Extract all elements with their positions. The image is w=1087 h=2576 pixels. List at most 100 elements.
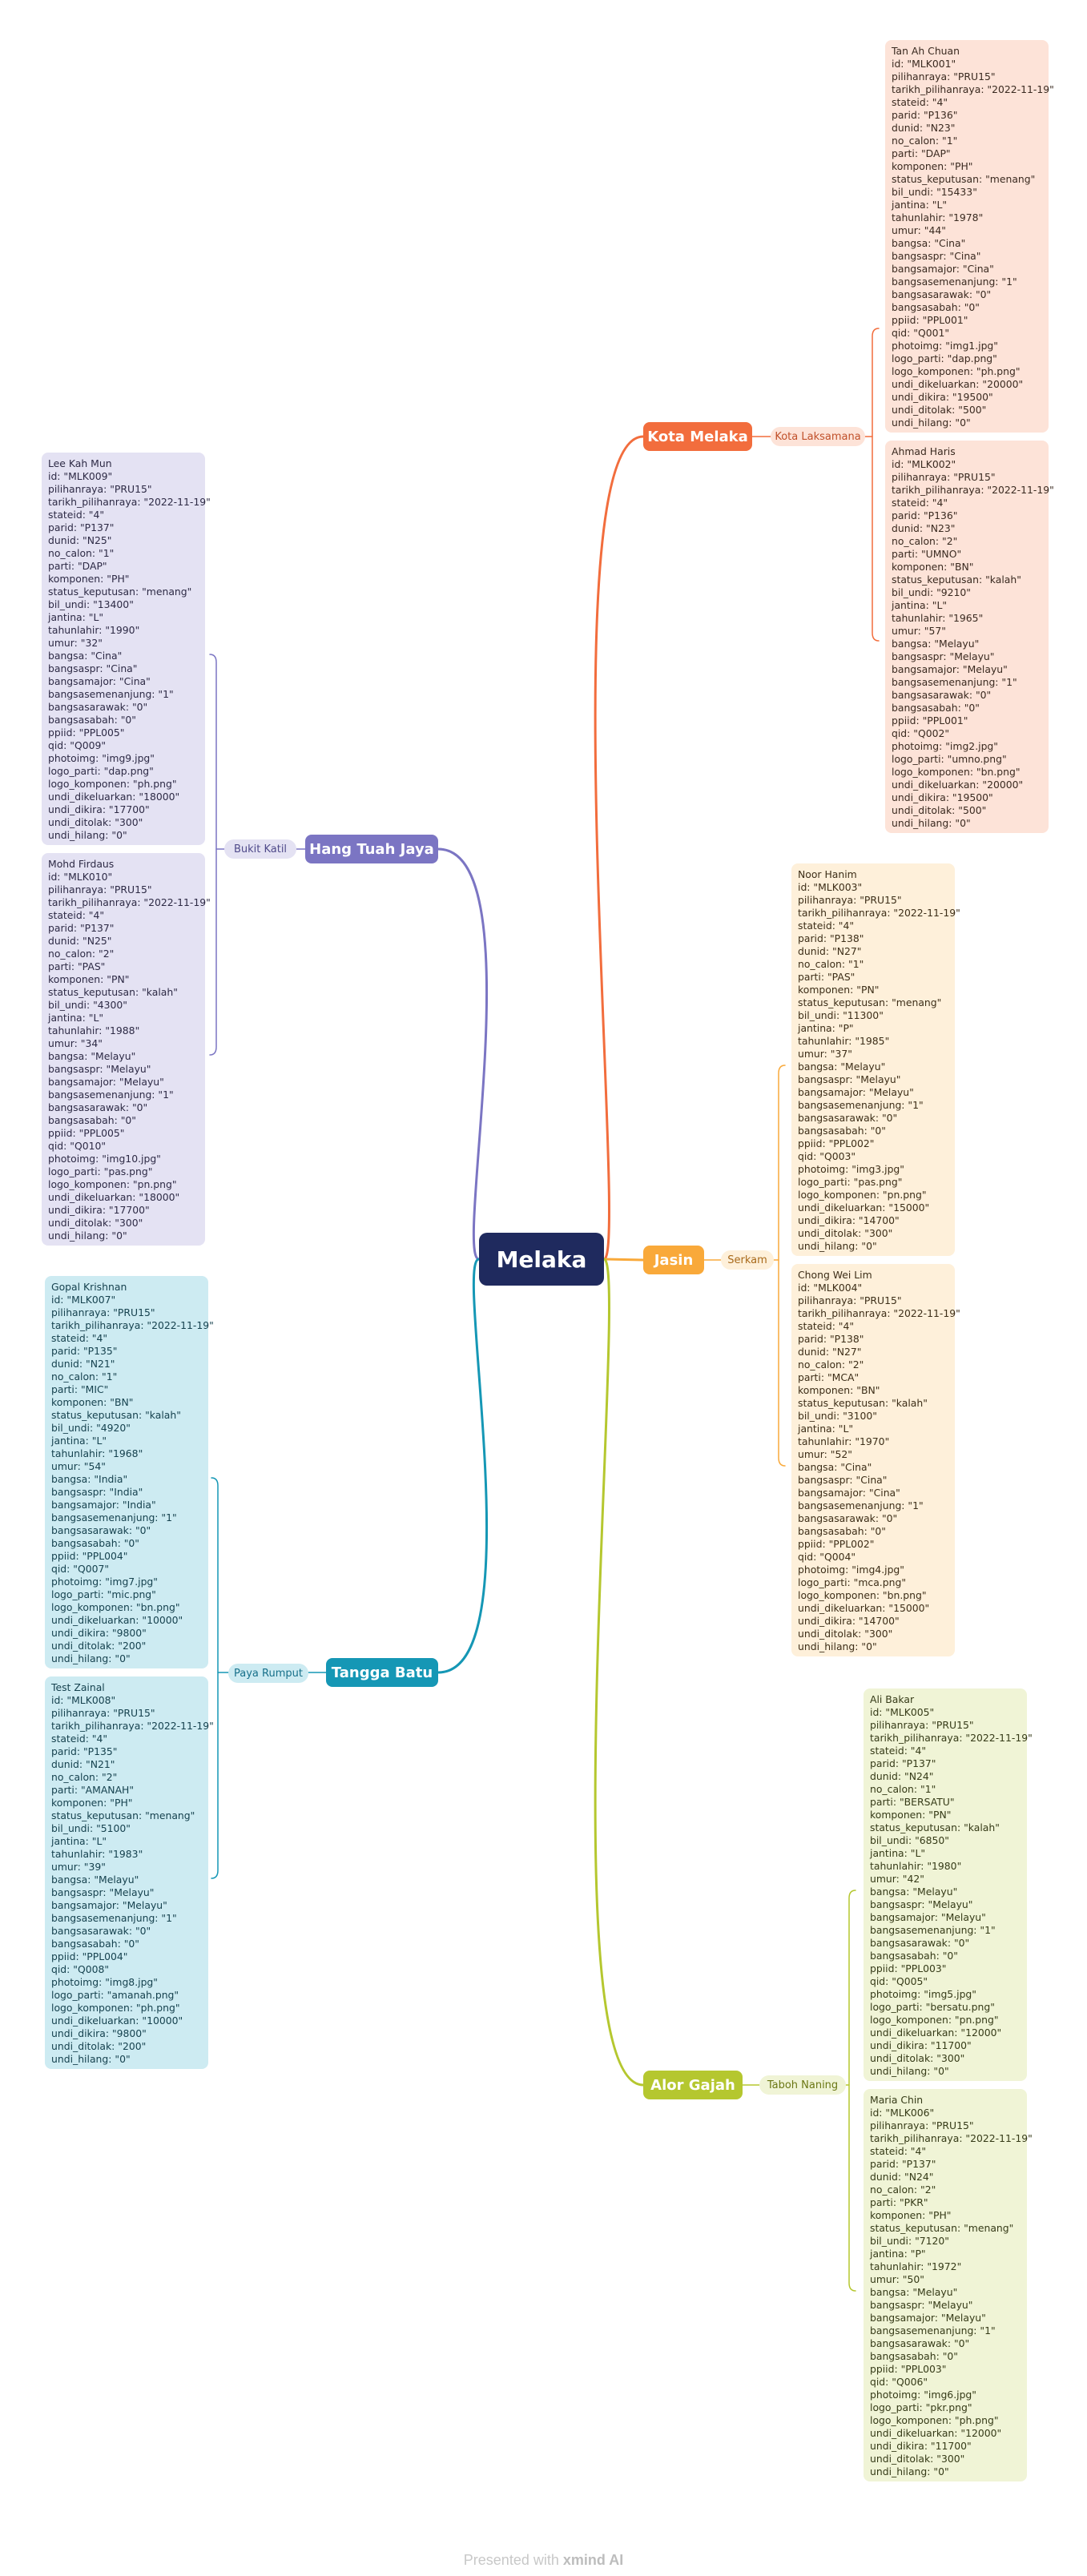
branch-node-jasin[interactable]: Jasin [643, 1246, 704, 1274]
candidate-field: qid: "Q006" [870, 2376, 928, 2388]
candidate-field: no_calon: "2" [48, 948, 115, 960]
branch-node-alor-gajah[interactable]: Alor Gajah [643, 2071, 743, 2099]
candidate-field: undi_ditolak: "500" [892, 404, 987, 416]
candidate-field: bangsaspr: "India" [51, 1486, 143, 1498]
candidate-field: stateid: "4" [51, 1332, 108, 1344]
candidate-field: id: "MLK009" [48, 470, 113, 482]
candidate-field: id: "MLK001" [892, 58, 956, 70]
candidate-field: bangsasabah: "0" [892, 702, 980, 714]
subtopic-pill-serkam[interactable]: Serkam [721, 1250, 774, 1270]
candidate-field: bangsa: "India" [51, 1473, 128, 1485]
candidate-field: undi_dikira: "17700" [48, 1204, 150, 1216]
candidate-field: bangsasemenanjung: "1" [870, 1924, 996, 1936]
candidate-field: tarikh_pilihanraya: "2022-11-19" [51, 1319, 214, 1331]
candidate-field: dunid: "N24" [870, 1770, 934, 1782]
candidate-field: stateid: "4" [870, 1745, 927, 1757]
candidate-field: umur: "34" [48, 1037, 103, 1049]
candidate-field: dunid: "N27" [798, 1346, 862, 1358]
candidate-field: undi_ditolak: "300" [48, 1217, 143, 1229]
subtopic-pill-paya-rumput[interactable]: Paya Rumput [228, 1664, 308, 1683]
candidate-field: umur: "52" [798, 1448, 852, 1460]
candidate-field: bangsa: "Melayu" [48, 1050, 136, 1062]
candidate-field: bangsa: "Cina" [892, 237, 966, 249]
candidate-field: dunid: "N23" [892, 522, 956, 534]
subtopic-pill-taboh-naning[interactable]: Taboh Naning [759, 2075, 846, 2095]
candidate-field: qid: "Q002" [892, 727, 950, 739]
branch-node-hang-tuah-jaya[interactable]: Hang Tuah Jaya [305, 835, 438, 863]
footer-brand: xmind AI [562, 2552, 624, 2568]
candidate-field: bangsasemenanjung: "1" [870, 2324, 996, 2337]
candidate-field: logo_parti: "umno.png" [892, 753, 1007, 765]
candidate-field: dunid: "N25" [48, 935, 112, 947]
candidate-field: ppiid: "PPL003" [870, 2363, 947, 2375]
candidate-field: undi_ditolak: "300" [798, 1227, 893, 1239]
candidate-field: pilihanraya: "PRU15" [892, 70, 996, 83]
candidate-field: logo_parti: "amanah.png" [51, 1989, 179, 2001]
candidate-field: bangsa: "Melayu" [892, 638, 980, 650]
candidate-field: photoimg: "img6.jpg" [870, 2389, 976, 2401]
candidate-field: parid: "P137" [48, 922, 115, 934]
card-bracket [778, 1065, 786, 1467]
candidate-field: undi_ditolak: "300" [798, 1628, 893, 1640]
candidate-field: undi_dikira: "17700" [48, 803, 150, 815]
candidate-field: bil_undi: "6850" [870, 1834, 950, 1846]
branch-node-kota-melaka[interactable]: Kota Melaka [643, 422, 752, 451]
root-node-melaka[interactable]: Melaka [479, 1233, 604, 1286]
candidate-field: parti: "DAP" [892, 147, 951, 159]
branch-connector [602, 1258, 645, 1262]
candidate-field: bil_undi: "4300" [48, 999, 128, 1011]
candidate-field: undi_hilang: "0" [51, 2053, 131, 2065]
candidate-field: komponen: "PN" [870, 1809, 952, 1821]
candidate-field: stateid: "4" [892, 497, 948, 509]
candidate-name: Test Zainal [51, 1681, 105, 1693]
subtopic-pill-bukit-katil[interactable]: Bukit Katil [224, 839, 296, 859]
candidate-field: logo_komponen: "bn.png" [892, 766, 1021, 778]
candidate-field: logo_komponen: "ph.png" [51, 2002, 180, 2014]
candidate-field: jantina: "L" [48, 611, 104, 623]
candidate-name: Lee Kah Mun [48, 457, 112, 469]
candidate-name: Chong Wei Lim [798, 1269, 872, 1281]
branch-node-tangga-batu[interactable]: Tangga Batu [326, 1658, 438, 1687]
candidate-field: jantina: "P" [870, 2248, 926, 2260]
subtopic-pill-kota-laksamana[interactable]: Kota Laksamana [771, 427, 865, 446]
candidate-field: komponen: "PH" [51, 1797, 133, 1809]
candidate-field: photoimg: "img1.jpg" [892, 340, 998, 352]
candidate-field: tarikh_pilihanraya: "2022-11-19" [48, 496, 211, 508]
candidate-field: stateid: "4" [798, 920, 855, 932]
candidate-field: tahunlahir: "1988" [48, 1024, 140, 1036]
candidate-field: pilihanraya: "PRU15" [48, 883, 152, 896]
candidate-field: jantina: "L" [892, 199, 948, 211]
candidate-field: bangsasabah: "0" [798, 1125, 886, 1137]
candidate-field: undi_dikira: "14700" [798, 1615, 900, 1627]
candidate-field: tarikh_pilihanraya: "2022-11-19" [51, 1720, 214, 1732]
candidate-field: parid: "P137" [48, 521, 115, 533]
candidate-field: bangsasarawak: "0" [51, 1925, 151, 1937]
candidate-field: id: "MLK006" [870, 2107, 935, 2119]
candidate-field: dunid: "N24" [870, 2171, 934, 2183]
candidate-field: bangsasemenanjung: "1" [48, 1089, 174, 1101]
candidate-name: Maria Chin [870, 2094, 924, 2106]
candidate-field: bangsasabah: "0" [48, 1114, 136, 1126]
footer-watermark: Presented with xmind AI [0, 2552, 1087, 2569]
candidate-field: tahunlahir: "1980" [870, 1860, 962, 1872]
candidate-field: undi_dikeluarkan: "18000" [48, 791, 180, 803]
candidate-field: bangsamajor: "India" [51, 1499, 156, 1511]
candidate-field: undi_hilang: "0" [892, 417, 971, 429]
candidate-field: photoimg: "img4.jpg" [798, 1564, 904, 1576]
candidate-field: bangsaspr: "Melayu" [798, 1073, 901, 1085]
branch-connector [437, 1258, 489, 1674]
candidate-field: jantina: "L" [870, 1847, 926, 1859]
candidate-field: tahunlahir: "1990" [48, 624, 140, 636]
candidate-field: bangsaspr: "Melayu" [892, 650, 995, 662]
